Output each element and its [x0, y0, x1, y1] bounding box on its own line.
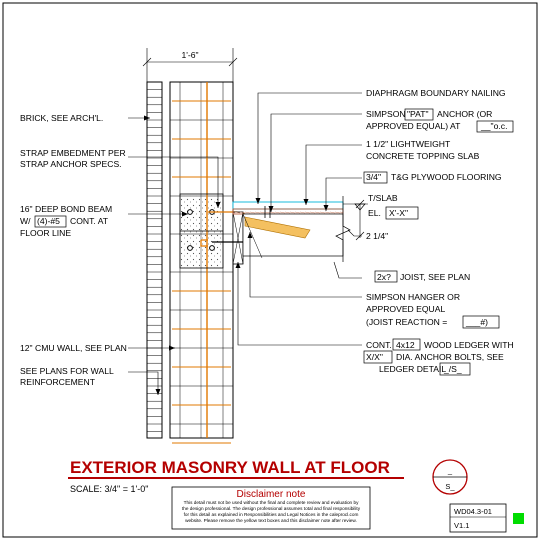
rebar-bar [209, 245, 215, 251]
yellow-box-reaction [462, 315, 500, 329]
label-hanger-3b: ___#) [465, 317, 488, 327]
label-simpson-a1: SIMPSON [366, 109, 406, 119]
yellow-box-detail [439, 362, 471, 376]
label-el-2: X'-X" [389, 208, 408, 218]
label-joist-1: 2x? [377, 272, 391, 282]
status-square [513, 513, 524, 524]
rebar-bar [187, 209, 193, 215]
yellow-box-joist [374, 270, 398, 283]
yellow-box-bolt [363, 350, 393, 364]
label-el-1: EL. [368, 208, 381, 218]
scale-label: SCALE: 3/4" = 1'-0" [70, 484, 148, 494]
label-strap-1: STRAP EMBEDMENT PER [20, 148, 126, 158]
label-cmu: 12" CMU WALL, SEE PLAN [20, 343, 127, 353]
break-line [335, 196, 351, 262]
label-hanger-2: APPROVED EQUAL [366, 304, 445, 314]
yellow-box-elevation [385, 206, 419, 220]
svg-text:_: _ [447, 466, 453, 475]
label-ledger-1a: CONT. [366, 340, 392, 350]
label-simpson-a2: "PAT" [407, 109, 429, 119]
disclaimer-line: the design professional. The design prof… [182, 506, 361, 511]
floor-assembly [232, 196, 351, 262]
disclaimer-line: This detail must not be used without the… [184, 500, 359, 505]
dimension-label: 1'-6" [181, 50, 198, 60]
label-beam-2b: (4)-#5 [37, 216, 60, 226]
brick-veneer [146, 81, 163, 439]
label-hanger-3a: (JOIST REACTION = [366, 317, 447, 327]
detail-code-box: WD04.3-01 V1.1 [449, 503, 524, 533]
detail-code: WD04.3-01 [454, 507, 492, 516]
label-hanger-1: SIMPSON HANGER OR [366, 292, 460, 302]
label-ledger-3a: LEDGER DETAIL [379, 364, 446, 374]
label-simpson-b2: __"o.c. [480, 121, 507, 131]
bond-beam [179, 193, 246, 269]
label-brick: BRICK, SEE ARCH'L. [20, 113, 103, 123]
label-diaphragm: DIAPHRAGM BOUNDARY NAILING [366, 88, 506, 98]
yellow-box-spacing [476, 120, 514, 133]
label-simpson-b1: APPROVED EQUAL) AT [366, 121, 461, 131]
joist-hanger [244, 216, 311, 239]
section-marker: _ S_ [432, 459, 468, 495]
label-plans-1: SEE PLANS FOR WALL [20, 366, 114, 376]
dimension-wall-width [142, 48, 238, 82]
label-beam-2c: CONT. AT [70, 216, 109, 226]
elevation-marker [343, 199, 368, 241]
label-ledger-2a: X/X" [366, 352, 383, 362]
disclaimer-note: Disclaimer note This detail must not be … [171, 486, 371, 530]
label-plywood-1: 3/4" [366, 172, 381, 182]
label-ledger-3b: _/S_ [443, 364, 462, 374]
yellow-box-plywood [363, 171, 388, 184]
yellow-box-rebar [34, 215, 67, 228]
label-ledger-1b: 4x12 [396, 340, 415, 350]
label-concrete-2: CONCRETE TOPPING SLAB [366, 151, 480, 161]
label-concrete-1: 1 1/2" LIGHTWEIGHT [366, 139, 451, 149]
label-beam-2a: W/ [20, 216, 31, 226]
yellow-box-pat [404, 108, 434, 121]
label-strap-2: STRAP ANCHOR SPECS. [20, 159, 122, 169]
label-beam-1: 16" DEEP BOND BEAM [20, 204, 112, 214]
label-plywood-2: T&G PLYWOOD FLOORING [391, 172, 502, 182]
svg-text:S_: S_ [445, 482, 455, 491]
masonry-wall [146, 81, 256, 444]
disclaimer-line: for this detail as explained in Responsi… [184, 512, 359, 517]
rebar-bar [187, 245, 193, 251]
label-ledger-1c: WOOD LEDGER WITH [424, 340, 514, 350]
label-beam-3: FLOOR LINE [20, 228, 71, 238]
label-tslab: T/SLAB [368, 193, 398, 203]
label-dim-214: 2 1/4" [366, 231, 388, 241]
label-plans-2: REINFORCEMENT [20, 377, 96, 387]
leader-arrows [144, 115, 329, 395]
disclaimer-line: website. Please remove the yellow text b… [185, 518, 357, 523]
version-label: V1.1 [454, 521, 469, 530]
leader-lines [128, 92, 362, 395]
yellow-box-ledger [392, 338, 421, 351]
label-ledger-2b: DIA. ANCHOR BOLTS, SEE [396, 352, 504, 362]
detail-title: EXTERIOR MASONRY WALL AT FLOOR [70, 458, 390, 477]
label-simpson-a3: ANCHOR (OR [437, 109, 492, 119]
label-joist-2: JOIST, SEE PLAN [400, 272, 470, 282]
disclaimer-heading: Disclaimer note [237, 489, 306, 500]
